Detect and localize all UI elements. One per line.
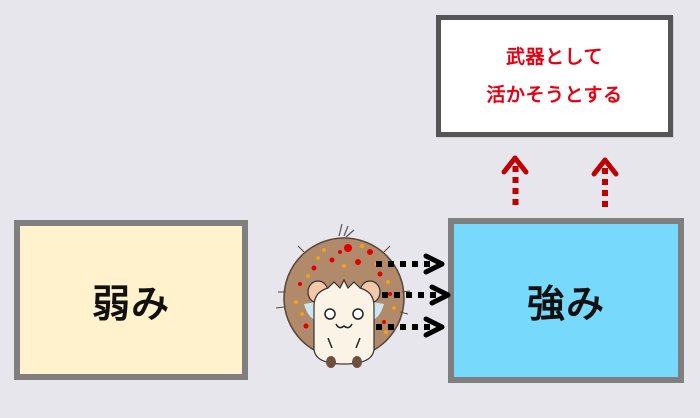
weakness-label: 弱み <box>91 281 170 326</box>
up-arrow-icon <box>501 155 529 205</box>
strength-label: 強み <box>526 282 605 326</box>
up-arrow-icon <box>591 157 619 207</box>
weakness-box: 弱み <box>14 220 248 380</box>
strength-box: 強み <box>448 218 684 383</box>
right-arrow-icon <box>376 253 451 338</box>
goal-text-line-1: 武器として <box>506 45 603 68</box>
goal-text-line-2: 活かそうとする <box>486 83 623 106</box>
hedgehog-icon <box>275 223 411 368</box>
goal-box: 武器として 活かそうとする <box>436 15 673 137</box>
